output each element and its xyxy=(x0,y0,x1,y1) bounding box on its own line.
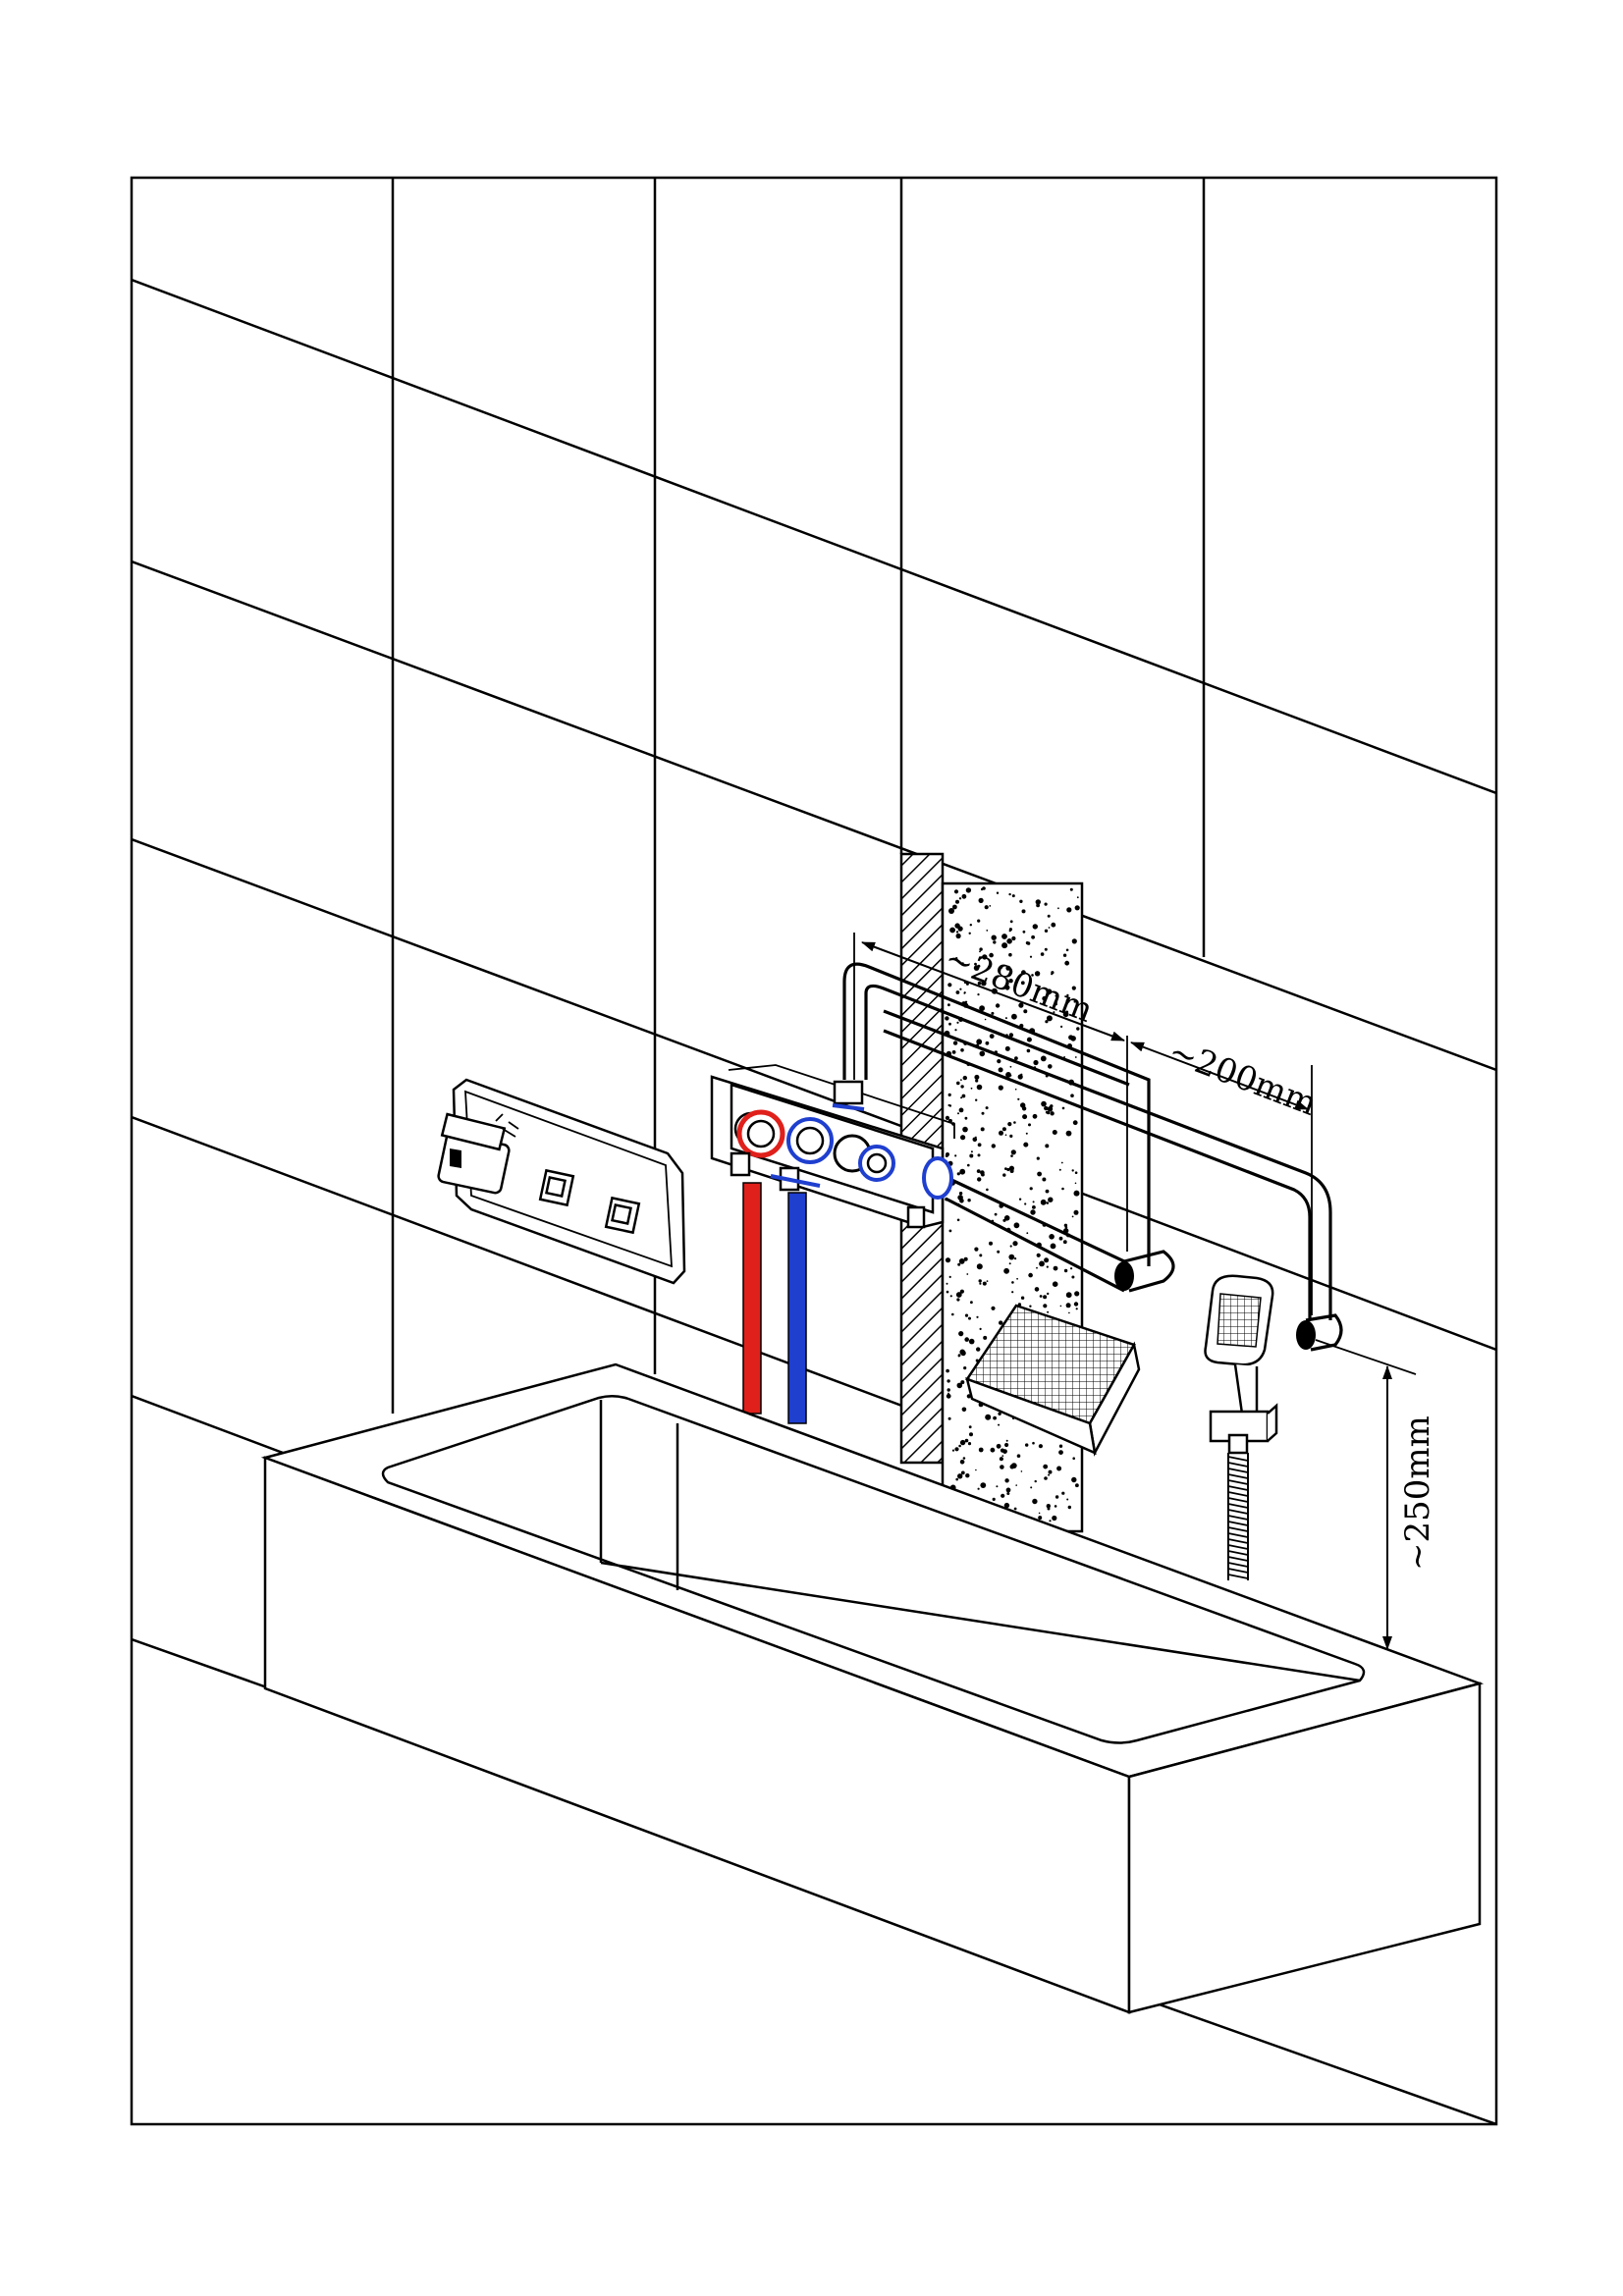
hand-shower-icon xyxy=(1204,1274,1278,1580)
dim-line-280 xyxy=(861,941,1125,1041)
handshower-outlet xyxy=(1296,1320,1316,1350)
dim-label-handshower-offset: ~200mm xyxy=(1163,1032,1323,1124)
dim-label-height: ~250mm xyxy=(1398,1415,1437,1571)
hot-water-hose xyxy=(742,1182,762,1415)
spout-outlet xyxy=(1114,1261,1134,1291)
dim-line-200 xyxy=(1130,1041,1309,1110)
supply-hoses xyxy=(742,1182,807,1424)
bathtub-icon xyxy=(260,1362,1485,2014)
thermostatic-mixer-icon xyxy=(437,1078,686,1285)
waterfall-spout-icon xyxy=(965,1304,1141,1457)
cold-water-hose xyxy=(787,1192,807,1424)
concealed-valve-body-icon xyxy=(710,1064,955,1229)
shower-hose xyxy=(1227,1453,1249,1580)
drawing-frame xyxy=(130,176,1498,2126)
